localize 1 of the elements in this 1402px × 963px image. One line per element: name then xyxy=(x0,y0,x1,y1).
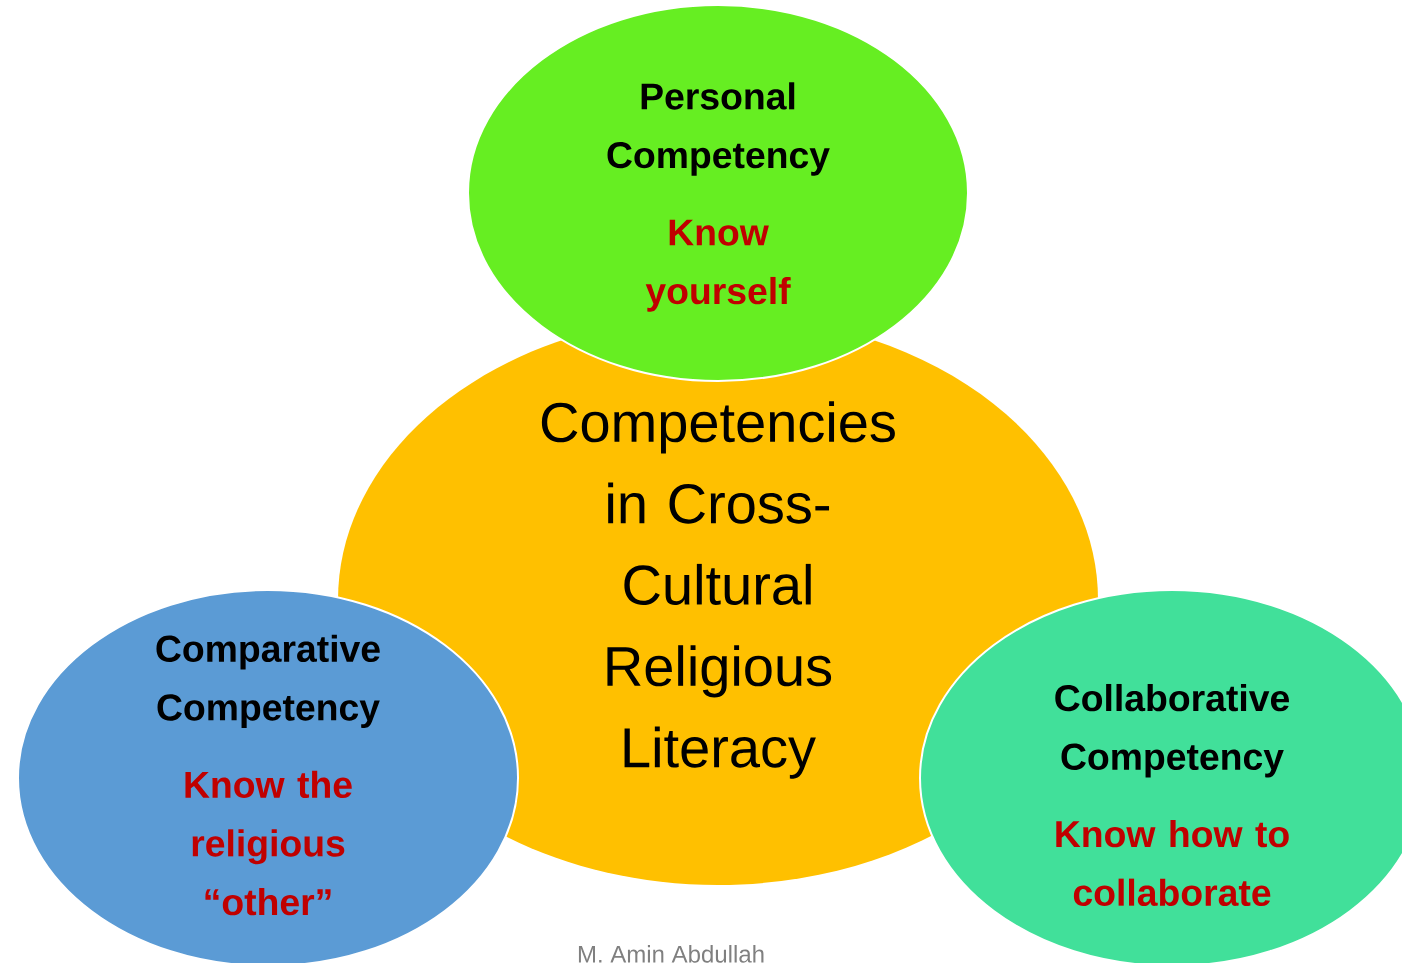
author-name: M. Amin Abdullah xyxy=(578,945,764,963)
